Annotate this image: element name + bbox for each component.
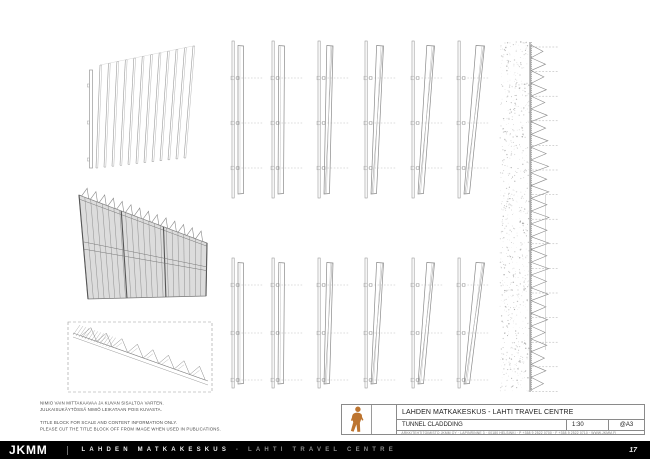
jkmm-logotype: JKMM bbox=[9, 443, 48, 457]
address-row: ARKKITEHTITOIMISTO JKMM OY · LAPINRINNE … bbox=[397, 430, 644, 434]
project-name: LAHDEN MATKAKESKUS - LAHTI TRAVEL CENTRE bbox=[397, 405, 644, 419]
paper-size: @A3 bbox=[608, 420, 644, 430]
drawing-scale: 1:30 bbox=[566, 420, 608, 430]
footer-bar: JKMM LAHDEN MATKAKESKUS - LAHTI TRAVEL C… bbox=[0, 441, 650, 459]
fin-sections-bottom-row bbox=[231, 258, 489, 388]
note-line-en-1: TITLE BLOCK FOR SCALE AND CONTENT INFORM… bbox=[40, 420, 221, 427]
logo-empty-cell bbox=[372, 405, 396, 434]
title-block: LAHDEN MATKAKESKUS - LAHTI TRAVEL CENTRE… bbox=[396, 404, 645, 435]
fin-sections-top-row bbox=[231, 41, 489, 198]
architect-address: ARKKITEHTITOIMISTO JKMM OY · LAPINRINNE … bbox=[397, 431, 533, 434]
footer-divider bbox=[67, 446, 68, 455]
logo-cell bbox=[342, 405, 372, 434]
note-line-en-2: PLEASE CUT THE TITLE BLOCK OFF FROM IMAG… bbox=[40, 427, 221, 434]
title-block-logo-box bbox=[341, 404, 397, 435]
jkmm-walking-man-icon bbox=[347, 406, 367, 433]
plan-detail-drawing bbox=[499, 41, 559, 392]
page-number: 17 bbox=[629, 447, 637, 454]
cladding-wall-perspective-drawing bbox=[79, 188, 207, 299]
fin-fan-perspective-drawing bbox=[87, 46, 195, 168]
boxed-edge-detail-drawing bbox=[68, 322, 212, 392]
note-line-fi-1: NIMIÖ VAIN MITTAKAAVAA JA KUVAN SISÄLTÖÄ… bbox=[40, 401, 221, 408]
title-block-row: TUNNEL CLADDDING 1:30 @A3 bbox=[397, 419, 644, 430]
footer-project-primary: LAHDEN MATKAKESKUS bbox=[82, 447, 231, 453]
title-block-notes: NIMIÖ VAIN MITTAKAAVAA JA KUVAN SISÄLTÖÄ… bbox=[40, 401, 221, 434]
drawing-title: TUNNEL CLADDDING bbox=[397, 420, 566, 430]
footer-project-name: LAHDEN MATKAKESKUS - LAHTI TRAVEL CENTRE bbox=[82, 447, 397, 453]
footer-project-secondary: - LAHTI TRAVEL CENTRE bbox=[236, 447, 397, 453]
note-line-fi-2: JULKAISUKÄYTÖSSÄ NIMIÖ LEIKATAAN POIS KU… bbox=[40, 408, 221, 415]
